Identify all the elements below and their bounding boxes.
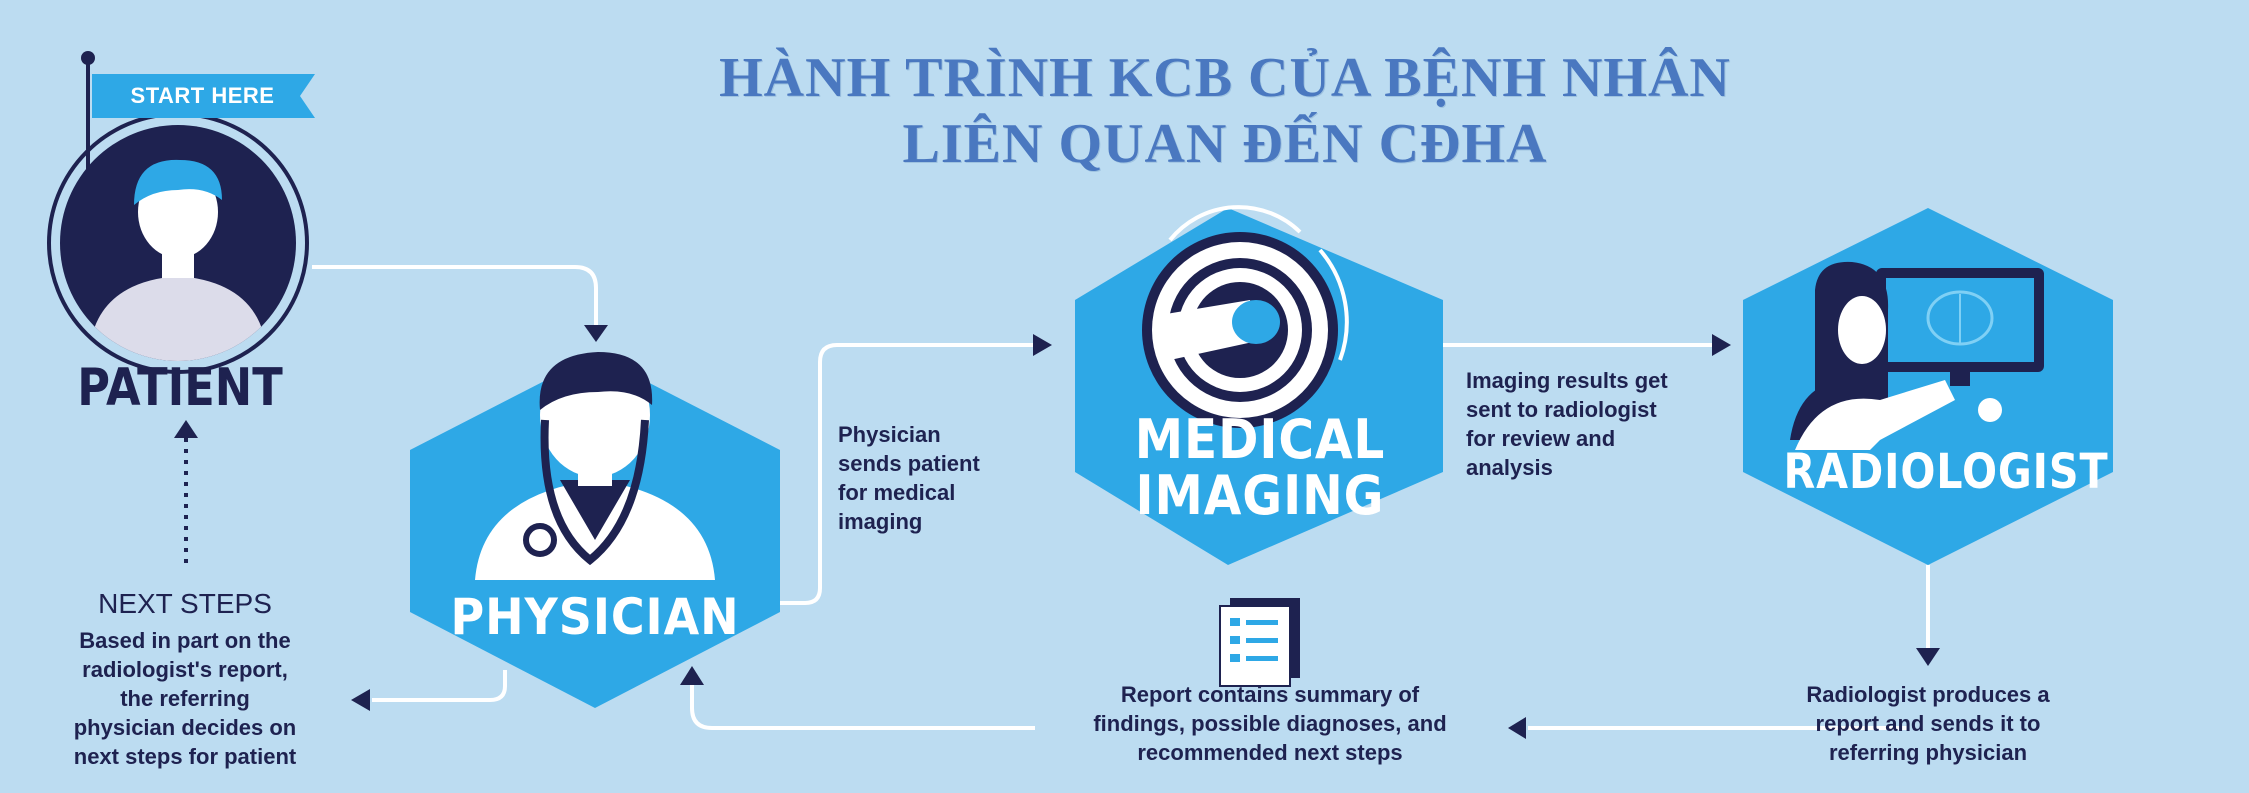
medical-imaging-label-line1: MEDICAL (1134, 408, 1386, 471)
physician-sends-line: Physician (838, 422, 941, 447)
report-contains-line: recommended next steps (1137, 740, 1403, 765)
arrow-up-physician (680, 666, 704, 685)
imaging-results-line: for review and (1466, 426, 1616, 451)
next-steps-text: Based in part on the radiologist's repor… (40, 626, 330, 771)
title-line-2: LIÊN QUAN ĐẾN CĐHA (902, 113, 1548, 175)
physician-sends-text: Physician sends patient for medical imag… (838, 420, 1038, 536)
start-here-label: START HERE (130, 83, 275, 108)
scanner-icon (1142, 205, 1349, 428)
report-document-icon (1219, 598, 1300, 687)
patient-avatar-icon (47, 112, 309, 374)
arrow-up-patient (174, 420, 198, 438)
report-contains-text: Report contains summary of findings, pos… (1030, 680, 1510, 767)
patient-to-physician-line (312, 265, 598, 330)
arrow-right-radiologist (1712, 334, 1731, 356)
physician-to-next-steps-line (372, 670, 507, 702)
radiologist-produces-line: report and sends it to (1815, 711, 2041, 736)
physician-to-imaging-line (780, 343, 1040, 605)
arrow-right-imaging (1033, 334, 1052, 356)
imaging-results-text: Imaging results get sent to radiologist … (1466, 366, 1736, 482)
imaging-results-line: analysis (1466, 455, 1553, 480)
medical-imaging-label-line2: IMAGING (1135, 464, 1385, 527)
next-steps-line: the referring (120, 686, 250, 711)
arrow-down-physician (584, 325, 608, 342)
report-back-line (690, 682, 1035, 730)
next-steps-line: next steps for patient (73, 744, 297, 769)
patient-label: PATIENT (77, 358, 283, 418)
physician-sends-line: for medical (838, 480, 956, 505)
report-contains-line: Report contains summary of (1120, 682, 1420, 707)
arrow-left-next-steps (351, 689, 370, 711)
report-contains-line: findings, possible diagnoses, and (1093, 711, 1447, 736)
next-steps-line: physician decides on (73, 715, 297, 740)
arrow-left-report (1508, 717, 1526, 739)
title-line-1: HÀNH TRÌNH KCB CỦA BỆNH NHÂN (719, 47, 1731, 109)
next-steps-line: Based in part on the (79, 628, 291, 653)
physician-label: PHYSICIAN (450, 588, 740, 646)
next-steps-line: radiologist's report, (82, 657, 288, 682)
next-steps-title: NEXT STEPS (98, 588, 272, 619)
radiologist-produces-line: Radiologist produces a (1806, 682, 2050, 707)
imaging-results-line: Imaging results get (1466, 368, 1668, 393)
radiologist-produces-text: Radiologist produces a report and sends … (1738, 680, 2118, 767)
radiologist-produces-line: referring physician (1828, 740, 2028, 765)
start-flag-icon (81, 51, 315, 172)
physician-sends-line: imaging (838, 509, 923, 534)
medical-imaging-label: MEDICAL IMAGING (1116, 412, 1404, 524)
physician-sends-line: sends patient (838, 451, 980, 476)
radiologist-label: RADIOLOGIST (1783, 444, 2109, 500)
radiologist-monitor-icon (1790, 261, 2044, 450)
arrow-down-report (1916, 648, 1940, 666)
physician-stethoscope-icon (475, 352, 715, 580)
imaging-results-line: sent to radiologist (1466, 397, 1657, 422)
